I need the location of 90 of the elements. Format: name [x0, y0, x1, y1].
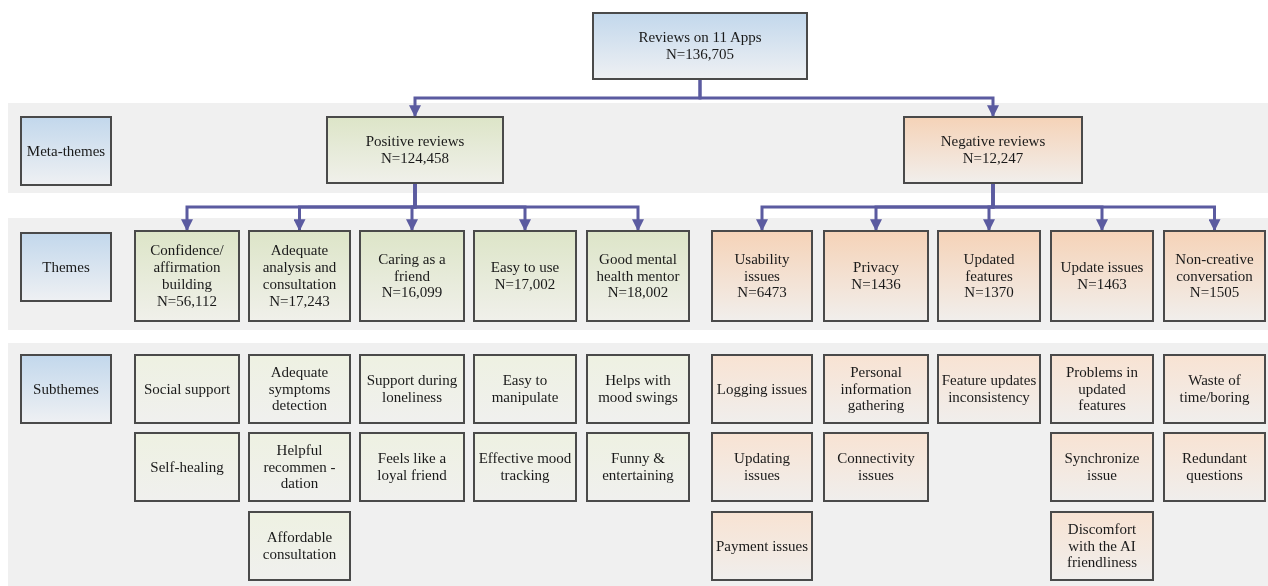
count-text: N=12,247	[962, 150, 1024, 167]
count-text: N=136,705	[665, 46, 734, 63]
positive-box	[326, 116, 504, 184]
count-text: N=17,243	[269, 292, 330, 310]
node-text: Easy to use	[490, 259, 560, 276]
node-text: Update issues	[1060, 259, 1144, 276]
node-text: Affordable consultation	[261, 529, 338, 563]
positive-box	[586, 230, 690, 322]
row-label-box	[20, 116, 112, 186]
count-text: N=17,002	[494, 276, 556, 293]
node-text: Confidence/ affirmation building	[149, 242, 225, 293]
subtheme-box	[711, 432, 813, 502]
node-text: Privacy	[853, 259, 899, 276]
subtheme-box	[1050, 354, 1154, 424]
node-text: Good mental health mentor	[595, 250, 681, 285]
node-text: Caring as a friend	[377, 250, 447, 285]
negative-box	[937, 230, 1041, 322]
subtheme-box	[473, 354, 577, 424]
node-text: Adequate analysis and consultation	[261, 242, 338, 293]
count-text: N=18,002	[607, 284, 669, 302]
node-text: Updating issues	[733, 450, 791, 484]
node-text: Connectivity issues	[836, 450, 916, 484]
node-text: Synchronize issue	[1063, 450, 1141, 484]
negative-box	[823, 230, 929, 322]
node-text: Feature updates inconsistency	[941, 372, 1037, 406]
node-text: Problems in updated features	[1064, 363, 1140, 415]
node-text: Negative reviews	[940, 133, 1046, 150]
node-text: Effective mood tracking	[477, 450, 573, 484]
node-text: Feels like a loyal friend	[376, 450, 448, 484]
node-text: Themes	[42, 258, 90, 276]
positive-box	[134, 230, 240, 322]
subtheme-box	[1163, 354, 1266, 424]
node-text: Discomfort with the AI friendliness	[1066, 520, 1138, 572]
subtheme-box	[473, 432, 577, 502]
subtheme-box	[586, 432, 690, 502]
count-text: N=1505	[1189, 284, 1240, 302]
row-label-box	[20, 232, 112, 302]
subtheme-box	[586, 354, 690, 424]
node-text: Positive reviews	[365, 133, 465, 150]
connector-arrow	[698, 80, 999, 118]
subtheme-box	[1050, 432, 1154, 502]
node-text: Support during loneliness	[365, 372, 459, 406]
subtheme-box	[134, 354, 240, 424]
count-text: N=1370	[964, 284, 1014, 302]
node-text: Usability issues	[733, 250, 791, 285]
negative-box	[1163, 230, 1266, 322]
subtheme-box	[823, 354, 929, 424]
node-text: Funny & entertaining	[601, 450, 675, 484]
root-box	[592, 12, 808, 80]
node-text: Reviews on 11 Apps	[638, 29, 762, 46]
subtheme-box	[823, 432, 929, 502]
subtheme-box	[1050, 511, 1154, 581]
negative-box	[1050, 230, 1154, 322]
node-text: Adequate symptoms detection	[267, 363, 332, 415]
subtheme-box	[248, 354, 351, 424]
node-text: Self-healing	[150, 458, 224, 476]
subtheme-box	[248, 432, 351, 502]
node-text: Helps with mood swings	[597, 372, 679, 406]
node-text: Helpful recommen -dation	[262, 441, 337, 493]
subtheme-box	[711, 511, 813, 581]
subtheme-box	[937, 354, 1041, 424]
node-text: Waste of time/boring	[1178, 372, 1251, 406]
negative-box	[711, 230, 813, 322]
count-text: N=6473	[737, 284, 787, 302]
node-text: Logging issues	[716, 380, 808, 398]
subtheme-box	[1163, 432, 1266, 502]
count-text: N=56,112	[157, 292, 217, 310]
count-text: N=124,458	[380, 150, 449, 167]
subtheme-box	[134, 432, 240, 502]
negative-box	[903, 116, 1083, 184]
node-text: Payment issues	[715, 537, 809, 555]
count-text: N=1436	[851, 276, 901, 293]
node-text: Personal information gathering	[839, 363, 913, 415]
subtheme-box	[359, 354, 465, 424]
positive-box	[473, 230, 577, 322]
count-text: N=1463	[1077, 276, 1127, 293]
node-text: Meta-themes	[26, 142, 106, 160]
count-text: N=16,099	[381, 284, 443, 302]
node-text: Subthemes	[33, 380, 99, 398]
subtheme-box	[359, 432, 465, 502]
positive-box	[248, 230, 351, 322]
row-label-box	[20, 354, 112, 424]
positive-box	[359, 230, 465, 322]
subtheme-box	[248, 511, 351, 581]
subtheme-box	[711, 354, 813, 424]
node-text: Non-creative conversation	[1174, 250, 1255, 285]
node-text: Updated features	[962, 250, 1016, 285]
node-text: Social support	[143, 380, 231, 398]
node-text: Easy to manipulate	[490, 372, 560, 406]
node-text: Redundant questions	[1181, 450, 1248, 484]
